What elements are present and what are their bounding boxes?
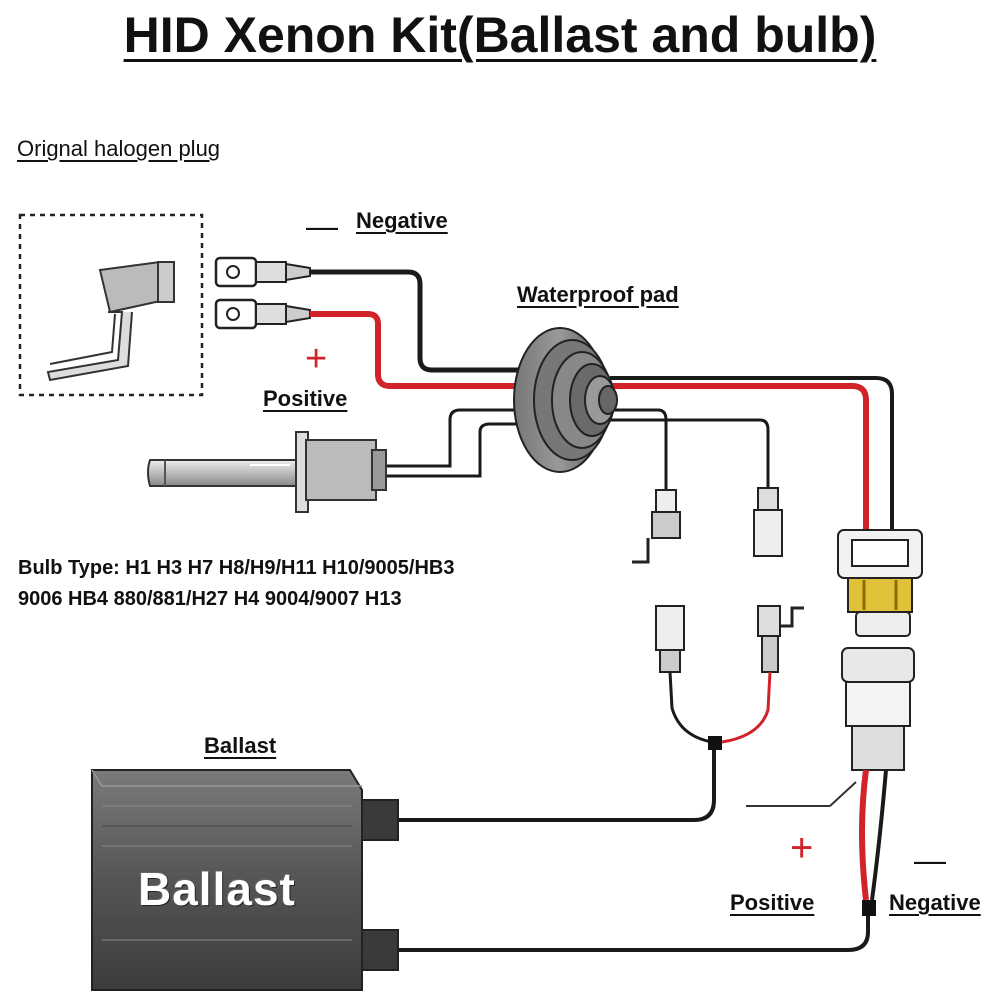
negative-label-bottom: Negative xyxy=(889,890,981,915)
waterproof-pad xyxy=(513,327,618,473)
power-wire-positive xyxy=(859,769,869,901)
bulb-wire-1 xyxy=(380,408,528,468)
negative-wire-to-connector xyxy=(610,376,894,530)
power-wire-negative xyxy=(870,769,888,901)
plus-icon: + xyxy=(305,338,328,380)
ballast-bullet-connector-1 xyxy=(655,605,685,673)
positive-wire-to-connector xyxy=(610,383,869,530)
halogen-plug-icon xyxy=(46,260,175,382)
minus-icon: — xyxy=(914,842,946,878)
positive-label-top: Positive xyxy=(263,386,348,411)
positive-wire-input xyxy=(310,311,528,389)
bulb-type-line-2: 9006 HB4 880/881/H27 H4 9004/9007 H13 xyxy=(18,588,402,610)
ballast-output-cable xyxy=(398,750,716,822)
minus-icon: — xyxy=(306,208,338,244)
bulb-bullet-connector-1 xyxy=(632,489,681,564)
ballast-brand-text: Ballast xyxy=(138,863,296,915)
negative-ring-terminal xyxy=(214,256,311,288)
bulb-bullet-connector-2 xyxy=(753,487,783,557)
power-wire-junction xyxy=(862,900,876,916)
bulb-type-line-1: Bulb Type: H1 H3 H7 H8/H9/H11 H10/9005/H… xyxy=(18,557,455,579)
halogen-plug-label: Orignal halogen plug xyxy=(17,136,221,161)
power-connector-female xyxy=(837,529,923,637)
halogen-plug-box xyxy=(18,213,204,397)
ballast-power-cable xyxy=(398,916,870,952)
bulb-lead-1 xyxy=(610,408,668,490)
ballast-unit xyxy=(91,769,399,991)
ballast-bullet-connector-2 xyxy=(757,605,804,673)
ballast-output-wire-red xyxy=(721,671,772,744)
bulb-wire-2 xyxy=(380,422,528,478)
waterproof-pad-label: Waterproof pad xyxy=(517,282,679,307)
positive-leader-line-diag xyxy=(829,781,857,807)
wire-junction xyxy=(708,736,722,750)
negative-label-top: Negative xyxy=(356,208,448,233)
positive-label-bottom: Positive xyxy=(730,890,815,915)
power-connector-male xyxy=(841,647,915,771)
ballast-output-wire-black xyxy=(668,671,713,744)
negative-wire-input xyxy=(310,269,528,373)
ballast-label: Ballast xyxy=(204,733,277,758)
bulb-lead-2 xyxy=(610,418,770,488)
page-title: HID Xenon Kit(Ballast and bulb) xyxy=(123,7,877,63)
plus-icon: + xyxy=(790,826,814,870)
positive-ring-terminal xyxy=(214,298,311,330)
hid-bulb xyxy=(147,431,387,513)
